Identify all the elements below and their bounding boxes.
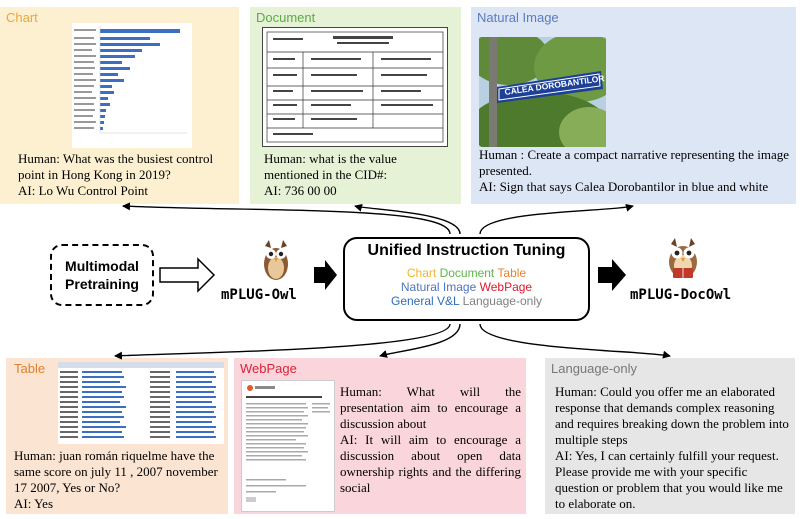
multimodal-pretraining-box: Multimodal Pretraining (50, 244, 154, 306)
document-panel: Document Human: what is the value mentio… (250, 7, 461, 204)
document-panel-title: Document (256, 10, 316, 25)
center-general-vl: General V&L (390, 294, 460, 308)
unified-instruction-tuning-box: Unified Instruction Tuning Chart Documen… (343, 237, 590, 321)
chart-thumbnail (72, 23, 192, 148)
natural-image-question: Human : Create a compact narrative repre… (479, 147, 789, 178)
docowl-icon (669, 238, 697, 278)
solid-arrow-right (598, 259, 626, 291)
language-only-answer: AI: Yes, I can certainly fulfill your re… (555, 448, 783, 511)
document-thumbnail (262, 27, 448, 147)
arrow-to-table (114, 323, 451, 360)
chart-answer: AI: Lo Wu Control Point (18, 183, 148, 198)
center-chart: Chart (406, 266, 437, 280)
center-language-only: Language-only (462, 294, 542, 308)
natural-image-panel: Natural Image CALEA DOROBANTILOR Human :… (471, 7, 796, 204)
table-question: Human: juan román riquelme have the same… (14, 448, 218, 495)
street-sign-photo: CALEA DOROBANTILOR (479, 37, 606, 147)
arrow-to-language-only (479, 323, 671, 359)
language-only-qa: Human: Could you offer me an elaborated … (555, 384, 791, 512)
language-only-panel: Language-only Human: Could you offer me … (545, 358, 795, 514)
chart-qa: Human: What was the busiest control poin… (18, 151, 233, 199)
webpage-panel: WebPage Human: What will the presentatio… (234, 358, 526, 514)
table-qa: Human: juan román riquelme have the same… (14, 448, 226, 512)
chart-thumbnail-graphic (74, 26, 187, 134)
natural-image-answer: AI: Sign that says Calea Dorobantilor in… (479, 179, 769, 194)
table-panel: Table (6, 358, 228, 514)
center-line1: Chart Document Table (345, 266, 588, 280)
document-question: Human: what is the value mentioned in th… (264, 151, 397, 182)
arrow-to-natural-image (479, 203, 634, 235)
webpage-panel-title: WebPage (240, 361, 297, 376)
solid-arrow-left (314, 260, 337, 290)
arrow-to-document (354, 203, 461, 235)
pretraining-line1: Multimodal (65, 258, 139, 274)
language-only-question: Human: Could you offer me an elaborated … (555, 384, 789, 447)
document-thumbnail-graphic (266, 31, 444, 143)
center-title: Unified Instruction Tuning (367, 242, 566, 259)
chart-panel: Chart Human: What was the busiest contro… (0, 7, 239, 204)
table-thumbnail-graphic (58, 362, 224, 438)
center-line3: General V&L Language-only (345, 294, 588, 308)
webpage-thumbnail-graphic (246, 385, 330, 502)
chart-question: Human: What was the busiest control poin… (18, 151, 214, 182)
mplug-owl-label: mPLUG-Owl (221, 287, 297, 303)
center-table: Table (497, 266, 527, 280)
center-line2: Natural Image WebPage (345, 280, 588, 294)
document-qa: Human: what is the value mentioned in th… (264, 151, 454, 199)
table-panel-title: Table (14, 361, 46, 376)
webpage-qa: Human: What will the presentation aim to… (340, 384, 521, 496)
natural-image-photo: CALEA DOROBANTILOR (479, 37, 606, 147)
hollow-arrow (159, 257, 216, 293)
arrow-to-webpage (379, 323, 461, 358)
table-thumbnail (58, 362, 224, 444)
webpage-thumbnail (241, 380, 335, 512)
chart-panel-title: Chart (6, 10, 38, 25)
natural-image-panel-title: Natural Image (477, 10, 559, 25)
natural-image-qa: Human : Create a compact narrative repre… (479, 147, 789, 195)
language-only-panel-title: Language-only (551, 361, 638, 376)
center-natural-image: Natural Image (400, 280, 477, 294)
mplug-docowl-label: mPLUG-DocOwl (630, 287, 732, 303)
webpage-question: Human: What will the presentation aim to… (340, 384, 521, 431)
owl-icon (264, 240, 288, 280)
center-webpage: WebPage (479, 280, 533, 294)
pretraining-line2: Pretraining (65, 276, 139, 292)
arrow-to-chart (122, 202, 451, 235)
document-answer: AI: 736 00 00 (264, 183, 337, 198)
webpage-answer: AI: It will aim to encourage a discussio… (340, 432, 521, 495)
center-document: Document (439, 266, 495, 280)
table-answer: AI: Yes (14, 496, 54, 511)
